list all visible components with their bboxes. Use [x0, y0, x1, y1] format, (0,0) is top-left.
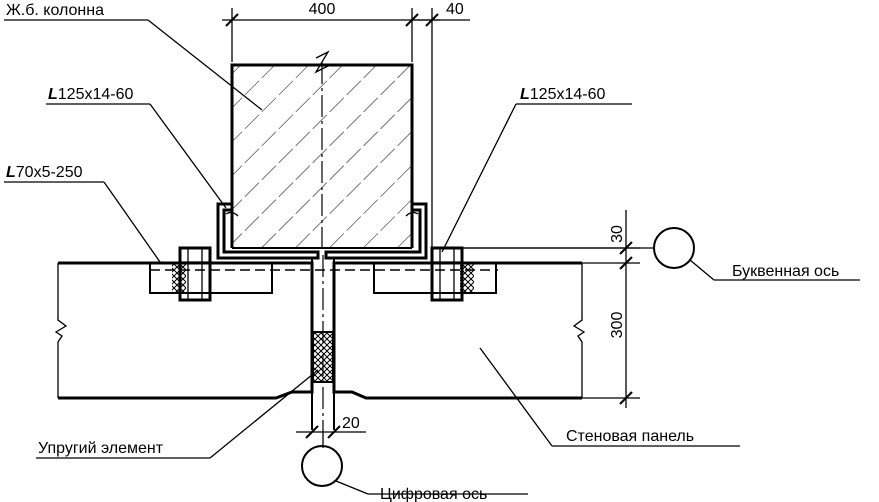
label-elastic-element: Упругий элемент	[38, 440, 164, 457]
leader-elastic	[36, 369, 319, 459]
letter-axis-marker	[432, 227, 860, 281]
dim-400-text: 400	[309, 1, 336, 18]
dim-gap-right: 40	[412, 1, 470, 248]
dim-joint-width: 20	[296, 415, 366, 439]
leader-angle-left	[46, 103, 227, 209]
column-center-axis	[314, 50, 330, 250]
right-angle-125x14	[324, 202, 428, 260]
dim-30-text: 30	[609, 225, 626, 243]
leader-column	[4, 19, 263, 111]
dim-20-text: 20	[342, 415, 360, 432]
label-column: Ж.б. колонна	[6, 2, 104, 19]
angle-symbol-right: L	[520, 86, 530, 103]
label-digit-axis: Цифровая ось	[380, 486, 487, 502]
label-angle-small: L70x5-250	[6, 164, 83, 181]
angle-right-text: 125x14-60	[530, 86, 606, 103]
left-angle-125x14	[216, 202, 320, 260]
angle-left-text: 125x14-60	[58, 86, 134, 103]
label-letter-axis: Буквенная ось	[732, 263, 839, 280]
dim-40-text: 40	[446, 1, 464, 18]
angle-small-text: 70x5-250	[16, 164, 83, 181]
dim-vertical-right: 30 300	[432, 210, 640, 408]
digit-axis-marker	[301, 432, 528, 495]
dim-column-width: 400	[222, 1, 440, 62]
label-angle-right: L125x14-60	[520, 86, 606, 103]
angle-symbol-small: L	[6, 164, 16, 181]
leader-angle-right	[441, 103, 632, 253]
right-embedded-plate	[373, 262, 497, 294]
leader-wall-panel	[479, 347, 740, 447]
wall-panel-right	[332, 261, 586, 400]
dim-300-text: 300	[609, 312, 626, 339]
elastic-element	[312, 331, 334, 383]
angle-symbol-left: L	[48, 86, 58, 103]
left-bolt	[178, 246, 212, 302]
label-wall-panel: Стеновая панель	[566, 428, 694, 445]
label-angle-left: L125x14-60	[48, 86, 134, 103]
leader-angle-small	[4, 181, 161, 263]
